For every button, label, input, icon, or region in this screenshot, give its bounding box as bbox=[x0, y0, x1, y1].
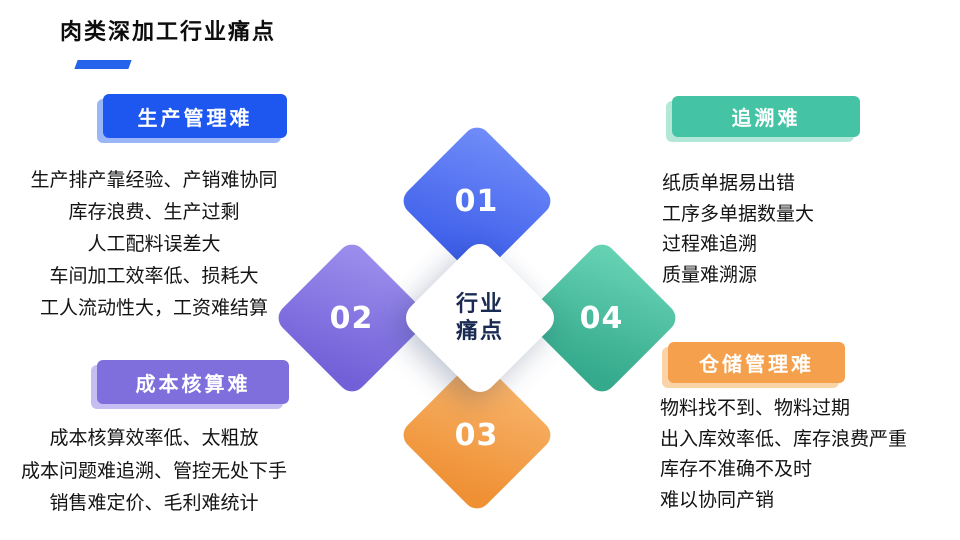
diamond-02-number: 02 bbox=[330, 300, 374, 336]
center-label-line1: 行业 bbox=[455, 291, 505, 317]
trace-pain-list: 纸质单据易出错 工序多单据数量大 过程难追溯 质量难溯源 bbox=[662, 168, 814, 290]
pain-item: 纸质单据易出错 bbox=[662, 172, 796, 194]
pain-item: 生产排产靠经验、产销难协同 bbox=[30, 169, 278, 191]
tag-production-management: 生产管理难 bbox=[103, 94, 287, 138]
diamond-01-number: 01 bbox=[455, 183, 499, 219]
title-underline bbox=[74, 60, 132, 69]
pain-item: 出入库效率低、库存浪费严重 bbox=[660, 427, 908, 450]
pain-item: 成本问题难追溯、管控无处下手 bbox=[20, 459, 287, 482]
cost-pain-list: 成本核算效率低、太粗放 成本问题难追溯、管控无处下手 销售难定价、毛利难统计 bbox=[4, 422, 304, 520]
diamond-03-number: 03 bbox=[455, 417, 499, 453]
tag-cost-accounting: 成本核算难 bbox=[97, 360, 289, 404]
pain-item: 过程难追溯 bbox=[662, 233, 758, 255]
pain-item: 工人流动性大，工资难结算 bbox=[39, 297, 268, 319]
center-diamond: 行业 痛点 bbox=[399, 237, 561, 399]
pain-item: 难以协同产销 bbox=[660, 488, 775, 511]
pain-item: 销售难定价、毛利难统计 bbox=[49, 492, 259, 514]
production-pain-list: 生产排产靠经验、产销难协同 库存浪费、生产过剩 人工配料误差大 车间加工效率低、… bbox=[8, 164, 300, 324]
tag-warehouse-management: 仓储管理难 bbox=[668, 342, 845, 383]
pain-item: 成本核算效率低、太粗放 bbox=[49, 427, 259, 449]
diamond-04-number: 04 bbox=[580, 300, 624, 336]
pain-item: 库存浪费、生产过剩 bbox=[68, 201, 240, 223]
center-label: 行业 痛点 bbox=[456, 291, 504, 345]
center-label-line2: 痛点 bbox=[455, 318, 505, 344]
pain-item: 人工配料误差大 bbox=[87, 233, 221, 255]
pain-item: 工序多单据数量大 bbox=[662, 202, 815, 225]
tag-traceability: 追溯难 bbox=[672, 96, 860, 137]
pain-item: 库存不准确不及时 bbox=[660, 458, 813, 480]
warehouse-pain-list: 物料找不到、物料过期 出入库效率低、库存浪费严重 库存不准确不及时 难以协同产销 bbox=[660, 393, 907, 515]
pain-item: 车间加工效率低、损耗大 bbox=[49, 265, 259, 287]
page-title: 肉类深加工行业痛点 bbox=[60, 20, 277, 45]
pain-item: 质量难溯源 bbox=[662, 263, 758, 286]
pain-item: 物料找不到、物料过期 bbox=[660, 397, 851, 419]
